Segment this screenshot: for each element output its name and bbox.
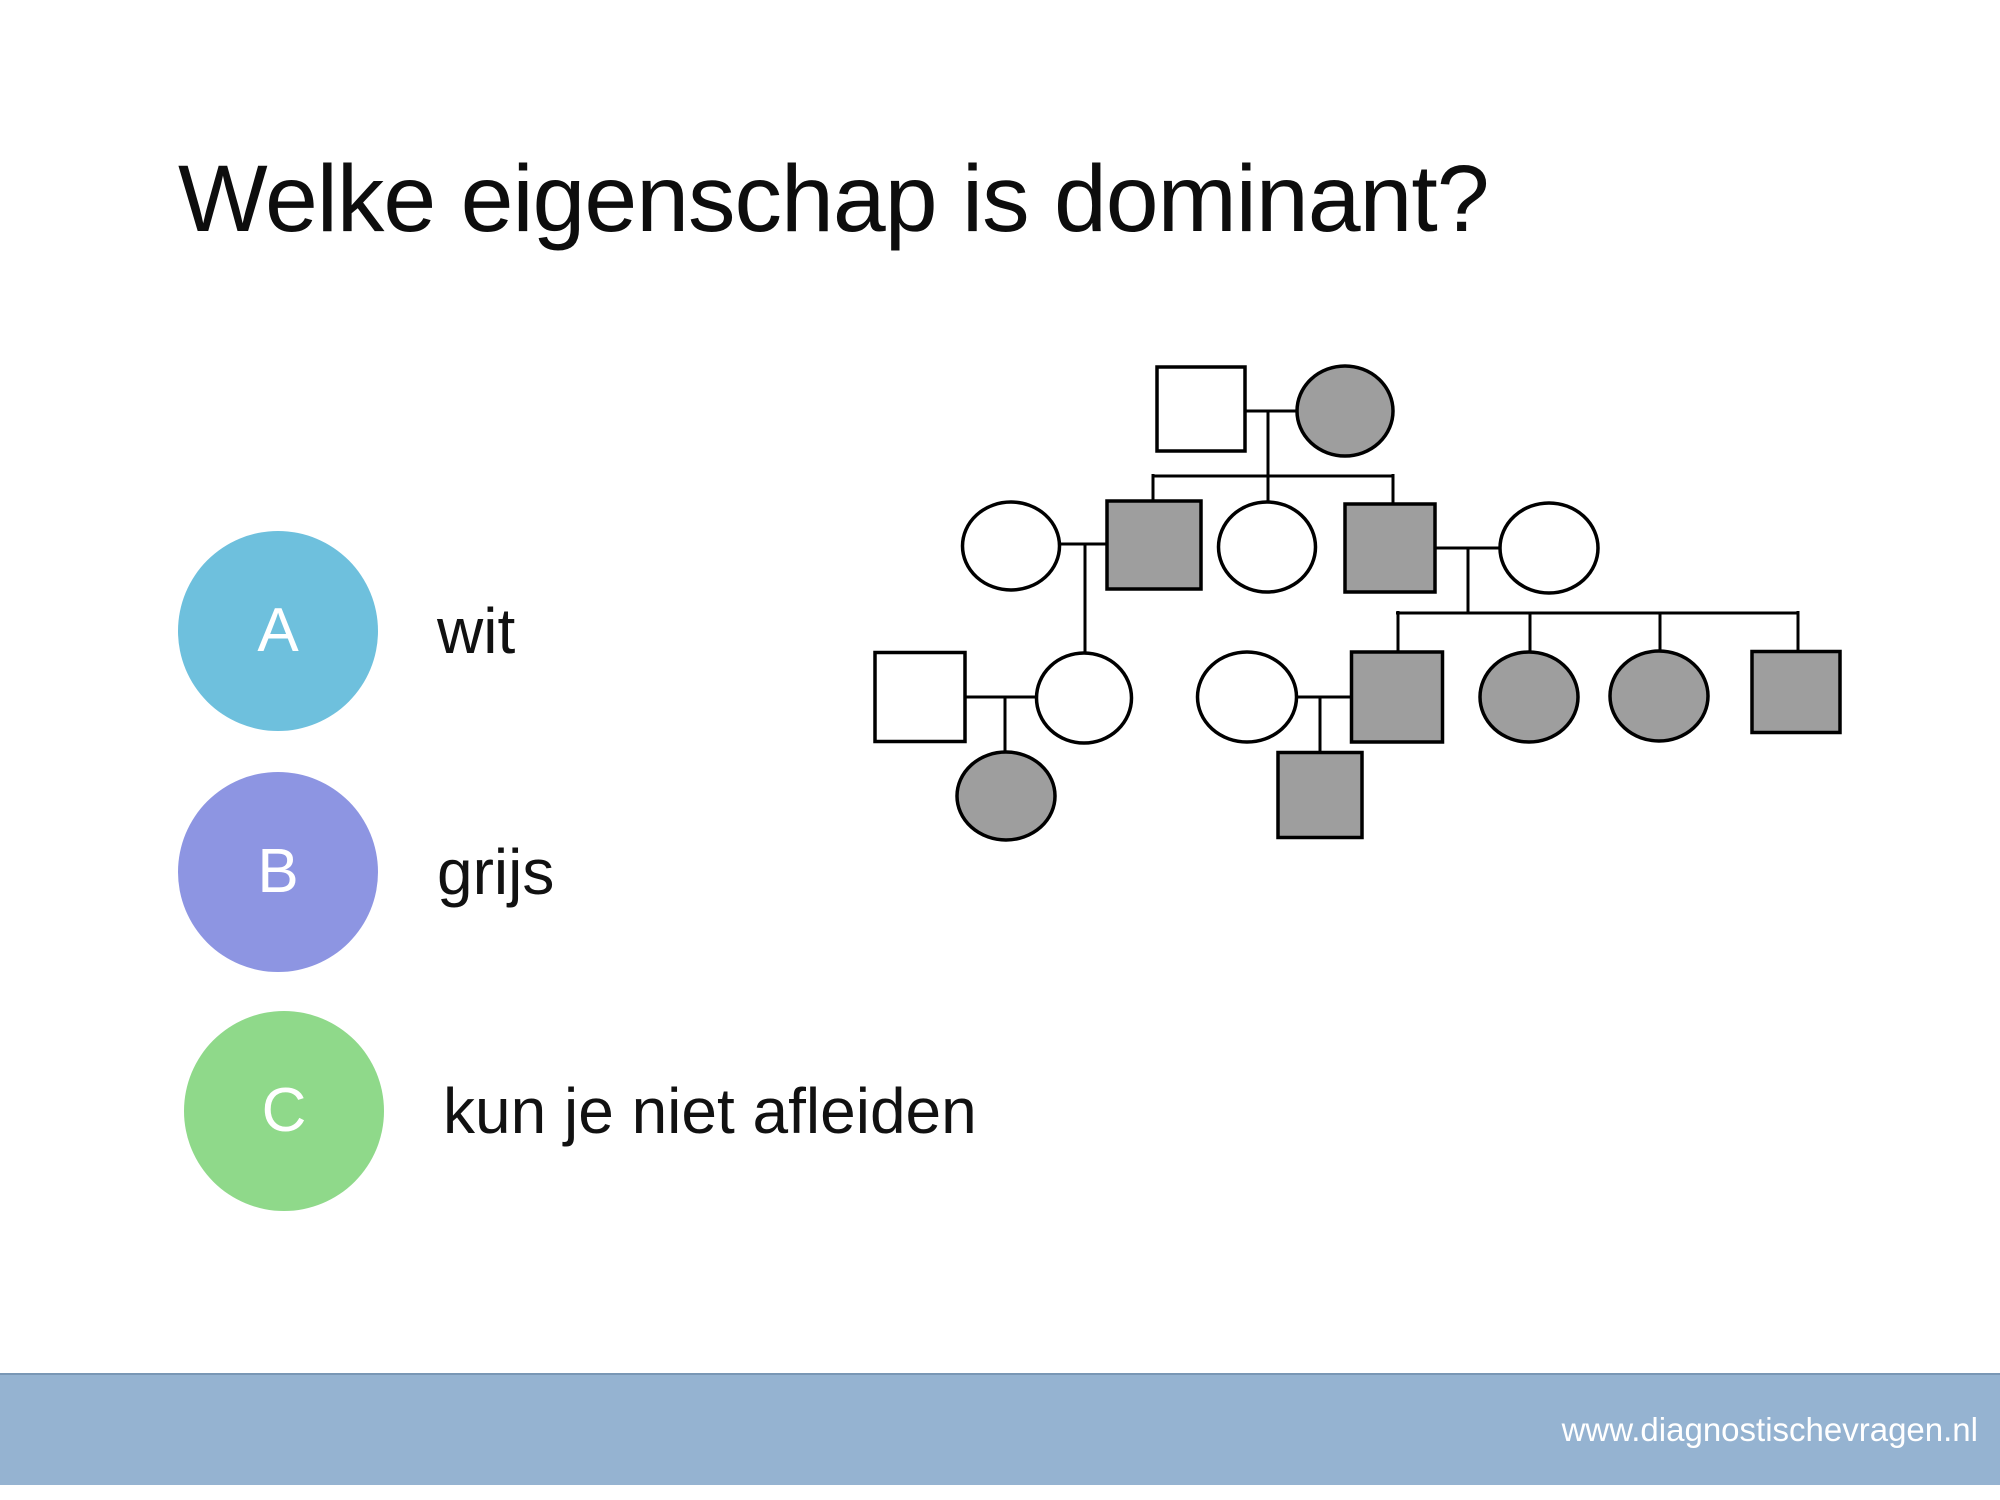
pedigree-individual-IV-2-affected-male	[1276, 750, 1364, 840]
pedigree-individual-III-6-affected-female	[1608, 649, 1710, 743]
pedigree-svg	[873, 364, 1842, 842]
pedigree-individual-III-5-affected-female	[1478, 650, 1580, 744]
pedigree-individual-III-3-female	[1195, 650, 1299, 744]
footer-bar: www.diagnostischevragen.nl	[0, 1373, 2000, 1485]
pedigree-chart	[850, 350, 1870, 860]
page-title: Welke eigenschap is dominant?	[178, 146, 1490, 252]
pedigree-individual-III-2-female	[1034, 651, 1134, 745]
footer-url: www.diagnostischevragen.nl	[1561, 1411, 1978, 1448]
pedigree-individual-III-1-male	[873, 650, 967, 744]
option-c-label: kun je niet afleiden	[443, 1075, 977, 1147]
answer-option-c[interactable]: C kun je niet afleiden	[184, 1011, 977, 1211]
pedigree-individual-IV-1-affected-female	[955, 750, 1057, 842]
pedigree-individual-II-4-affected-male	[1343, 502, 1437, 594]
option-a-label: wit	[437, 595, 516, 667]
pedigree-individual-II-2-affected-male	[1105, 499, 1203, 591]
pedigree-individual-I-2-affected-female	[1295, 364, 1395, 458]
pedigree-individual-II-1-female	[960, 500, 1062, 592]
option-b-label: grijs	[437, 836, 555, 908]
pedigree-individual-III-7-affected-male	[1750, 649, 1842, 735]
pedigree-individual-III-4-affected-male	[1349, 650, 1445, 744]
answer-option-a[interactable]: A wit	[178, 531, 515, 731]
option-a-badge[interactable]: A	[178, 531, 378, 731]
pedigree-individual-II-3-female	[1216, 500, 1318, 594]
option-b-badge[interactable]: B	[178, 772, 378, 972]
option-c-badge[interactable]: C	[184, 1011, 384, 1211]
pedigree-individual-II-5-female	[1498, 501, 1600, 595]
pedigree-individual-I-1-male	[1155, 365, 1247, 453]
answer-option-b[interactable]: B grijs	[178, 772, 554, 972]
